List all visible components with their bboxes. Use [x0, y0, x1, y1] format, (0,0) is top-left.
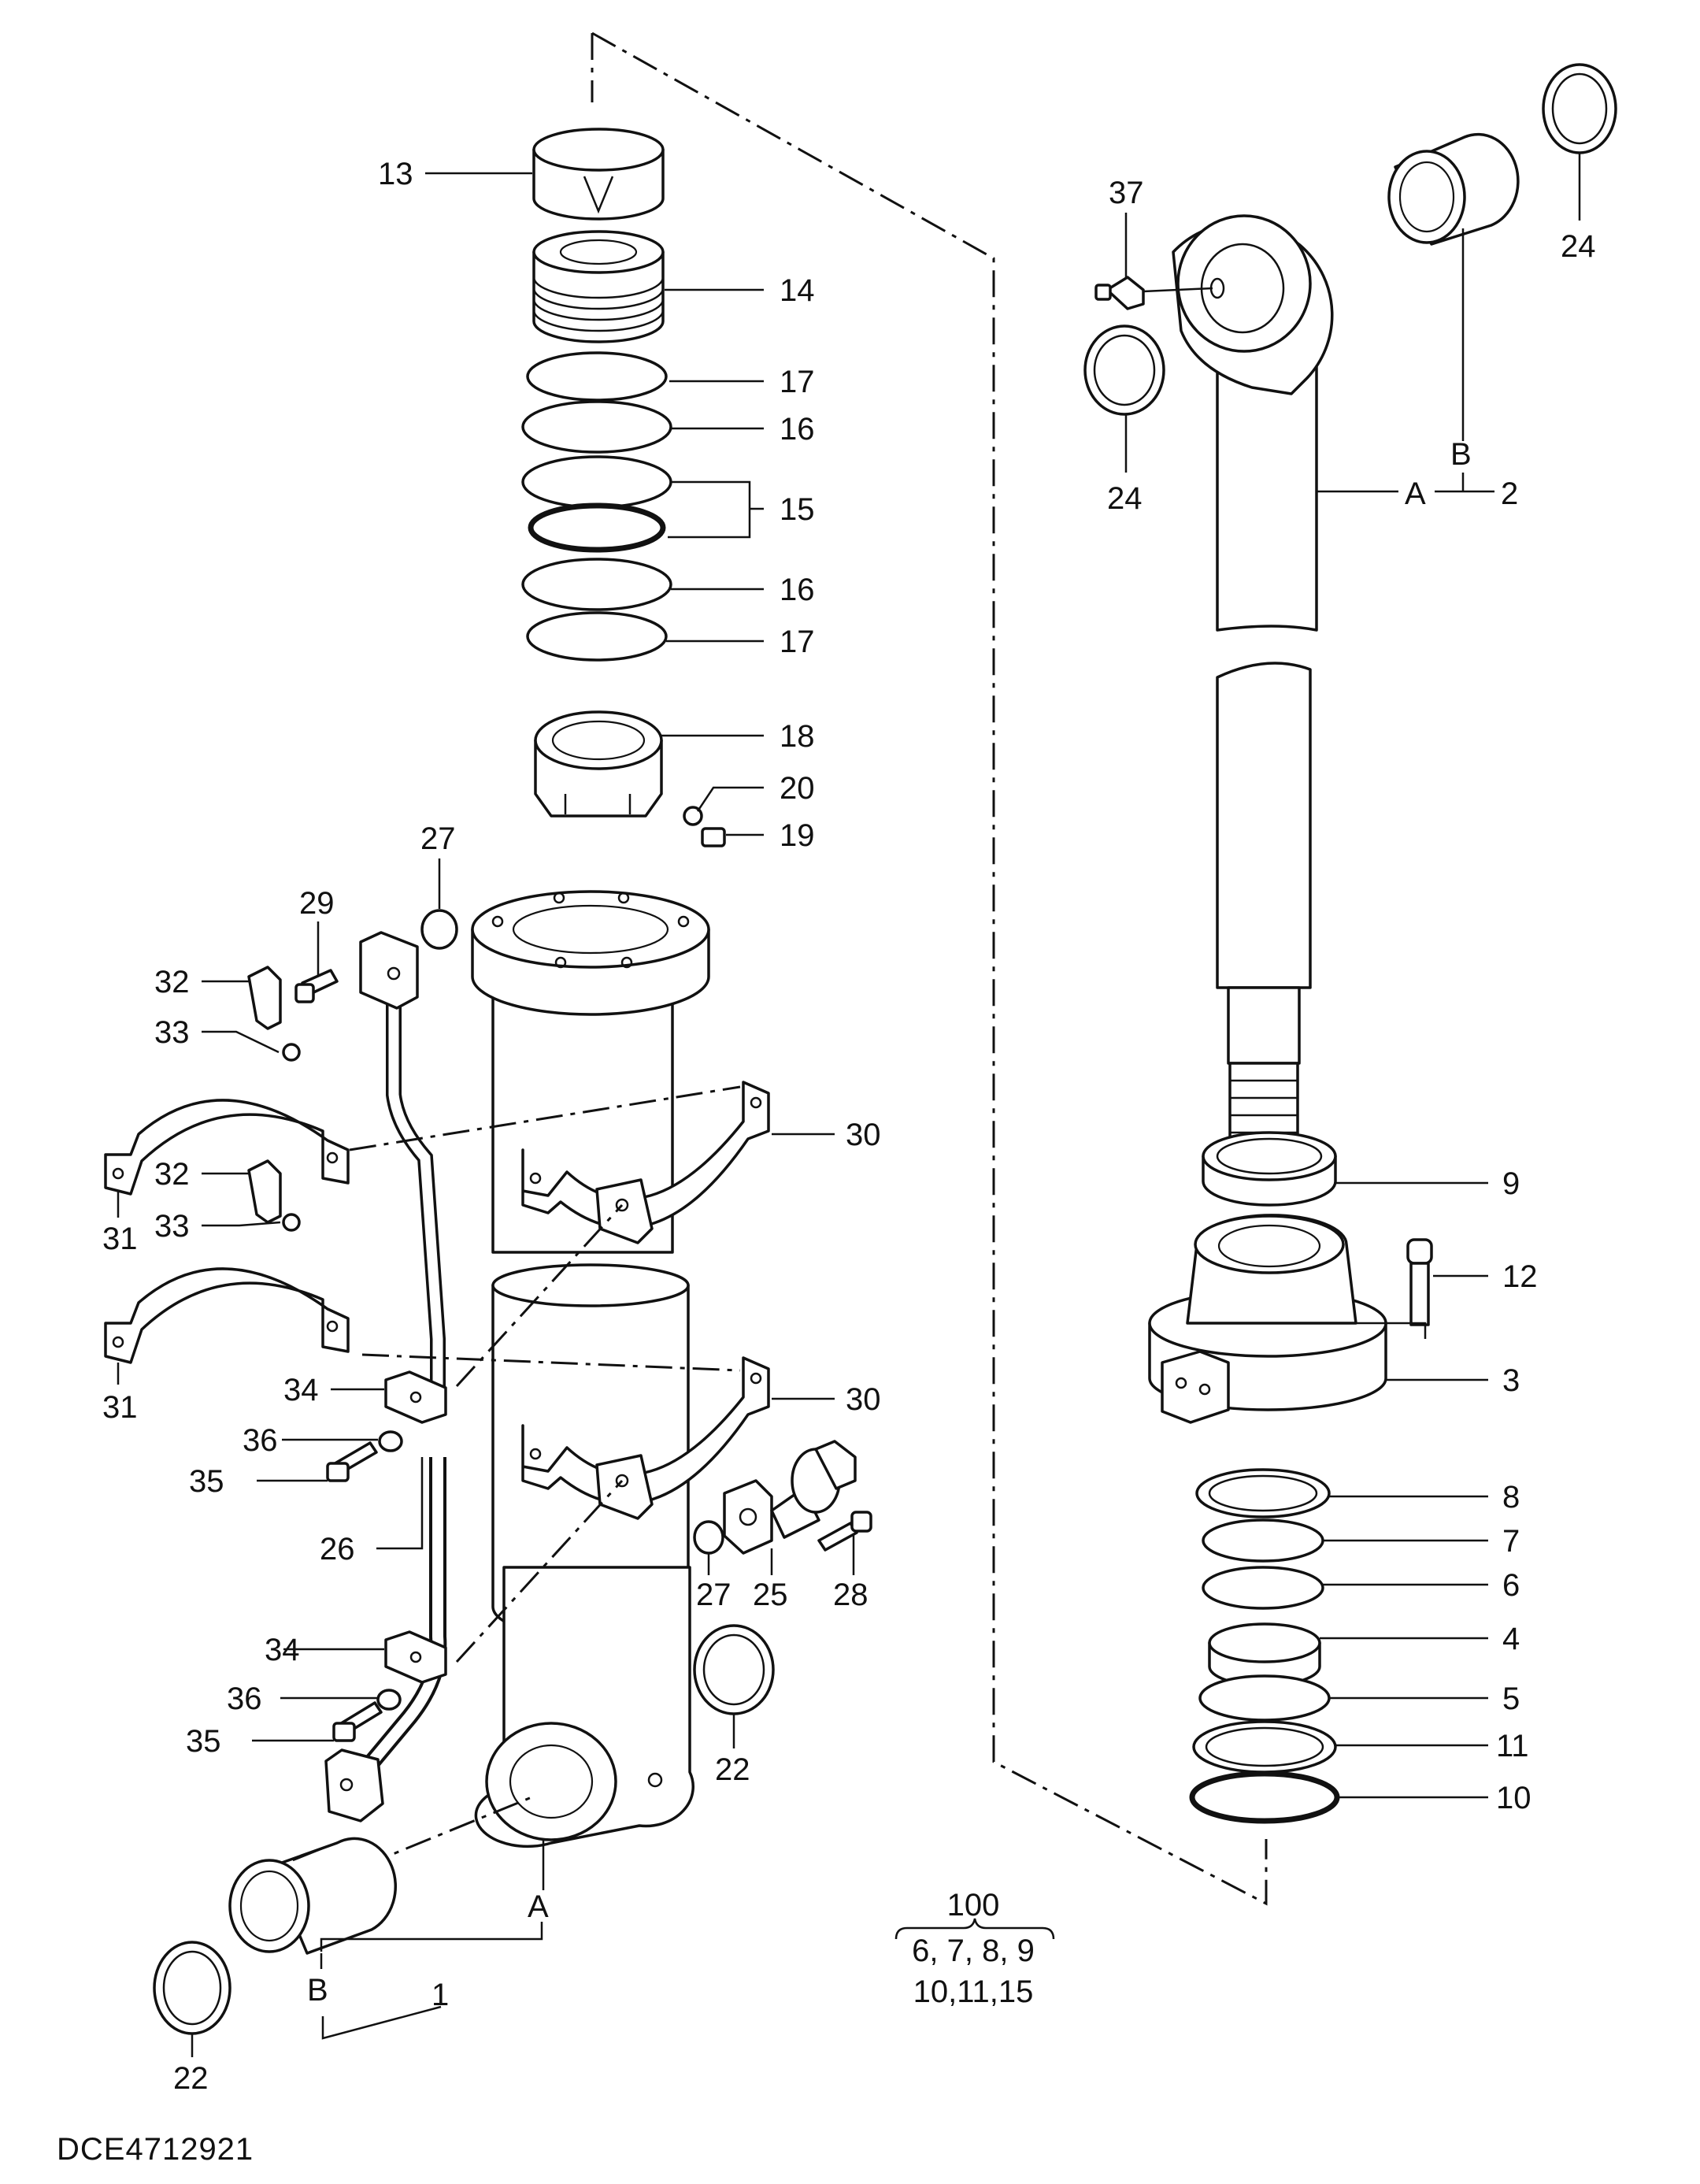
- callout-7: 7: [1502, 1524, 1520, 1559]
- callout-16-a: 16: [780, 412, 815, 447]
- callout-22-right: 22: [715, 1752, 750, 1787]
- callout-25: 25: [753, 1578, 788, 1612]
- callout-36-a: 36: [243, 1423, 278, 1458]
- callout-A-right: A: [1405, 476, 1426, 511]
- callout-26: 26: [320, 1532, 355, 1567]
- callout-32-a: 32: [154, 965, 190, 999]
- clamp-30-upper: [521, 1081, 770, 1244]
- piston-14: [532, 230, 665, 343]
- clamp-30-lower: [521, 1356, 770, 1520]
- callout-22-left: 22: [173, 2061, 209, 2096]
- seal-rings-15-16-17: [521, 351, 672, 662]
- steel-ball-20: [683, 806, 703, 826]
- callout-4: 4: [1502, 1622, 1520, 1656]
- clamp-31-upper: [104, 1099, 350, 1196]
- bolts-35: [326, 1441, 383, 1742]
- callout-30-a: 30: [846, 1118, 881, 1152]
- dust-seal-24-right: [1542, 63, 1617, 154]
- rod-cover-3: [1148, 1214, 1387, 1424]
- callout-24-right: 24: [1561, 229, 1596, 264]
- callout-29: 29: [299, 886, 335, 921]
- piston-nut-13: [532, 128, 665, 221]
- callout-37: 37: [1109, 176, 1144, 210]
- blocks-34: [384, 1370, 447, 1684]
- callout-3: 3: [1502, 1363, 1520, 1398]
- set-screw-19: [701, 827, 726, 847]
- callout-13: 13: [378, 157, 413, 191]
- callout-A-left: A: [528, 1889, 549, 1924]
- bolt-12: [1406, 1238, 1433, 1326]
- callout-16-b: 16: [780, 573, 815, 607]
- cylinder-tube: [471, 890, 710, 1848]
- rod-seals-4-to-11: [1189, 1468, 1340, 1824]
- callout-B-left: B: [307, 1973, 328, 2008]
- callout-33-a: 33: [154, 1015, 190, 1050]
- dust-seal-24-left: [1083, 324, 1165, 416]
- kit-parts-line-1: 6, 7, 8, 9: [912, 1934, 1035, 1968]
- clamp-31-lower: [104, 1267, 350, 1364]
- callout-34-b: 34: [265, 1633, 300, 1667]
- callout-11: 11: [1496, 1729, 1529, 1763]
- dashed-pipe-paths: [349, 1085, 741, 1868]
- callout-14: 14: [780, 273, 815, 308]
- bolts-32-29: [247, 966, 339, 1232]
- callout-8: 8: [1502, 1480, 1520, 1515]
- piston-rod-2: [1172, 214, 1334, 1175]
- callout-28: 28: [833, 1578, 869, 1612]
- callout-32-b: 32: [154, 1157, 190, 1192]
- bolt-28: [817, 1511, 872, 1552]
- callout-9: 9: [1502, 1166, 1520, 1201]
- callout-B-right: B: [1450, 437, 1472, 472]
- callout-27-bottom: 27: [696, 1578, 731, 1612]
- kit-100-label: 100 6, 7, 8, 9 10,11,15: [894, 1888, 1055, 2009]
- dust-seal-22-left: [153, 1941, 231, 2035]
- callout-35-b: 35: [186, 1724, 221, 1759]
- callout-15: 15: [780, 492, 815, 527]
- kit-number: 100: [947, 1888, 1000, 1923]
- pipe-upper: [359, 931, 446, 1386]
- bushing-right: [1387, 132, 1520, 246]
- callout-36-b: 36: [227, 1682, 262, 1716]
- callout-12: 12: [1502, 1259, 1538, 1294]
- kit-parts-line-2: 10,11,15: [913, 1974, 1034, 2009]
- callout-1: 1: [431, 1978, 449, 2012]
- bushing-left: [228, 1837, 398, 1955]
- drawing-code: DCE4712921: [57, 2132, 254, 2167]
- callout-18: 18: [780, 719, 815, 754]
- callout-33-b: 33: [154, 1209, 190, 1244]
- o-rings-27: [420, 909, 724, 1555]
- callout-2: 2: [1501, 476, 1518, 511]
- grease-nipple-37: [1094, 276, 1145, 310]
- callout-20: 20: [780, 771, 815, 806]
- callout-34-a: 34: [283, 1373, 319, 1407]
- callout-5: 5: [1502, 1682, 1520, 1716]
- callout-27-top: 27: [420, 821, 456, 856]
- callout-labels: 13 14 17 16 15 16 17 18 20 19 27 29 32 3…: [102, 157, 1596, 2096]
- callout-35-a: 35: [189, 1464, 224, 1499]
- dust-seal-22-right: [693, 1624, 775, 1715]
- wear-ring-9: [1202, 1131, 1337, 1207]
- o-rings-36: [376, 1430, 403, 1711]
- callout-6: 6: [1502, 1568, 1520, 1603]
- callout-30-b: 30: [846, 1382, 881, 1417]
- callout-31-a: 31: [102, 1222, 138, 1256]
- callout-17-a: 17: [780, 365, 815, 399]
- callout-19: 19: [780, 818, 815, 853]
- assembly-boundary-lines: [591, 32, 1268, 1906]
- kit-brace: [894, 1918, 1055, 1940]
- pipe-flange-25: [723, 1440, 857, 1555]
- callout-17-b: 17: [780, 625, 815, 659]
- callout-10: 10: [1496, 1781, 1531, 1815]
- leader-lines: [117, 153, 1581, 2057]
- callout-24-left: 24: [1107, 481, 1143, 516]
- callout-31-b: 31: [102, 1390, 138, 1425]
- stop-nut-18: [534, 710, 663, 818]
